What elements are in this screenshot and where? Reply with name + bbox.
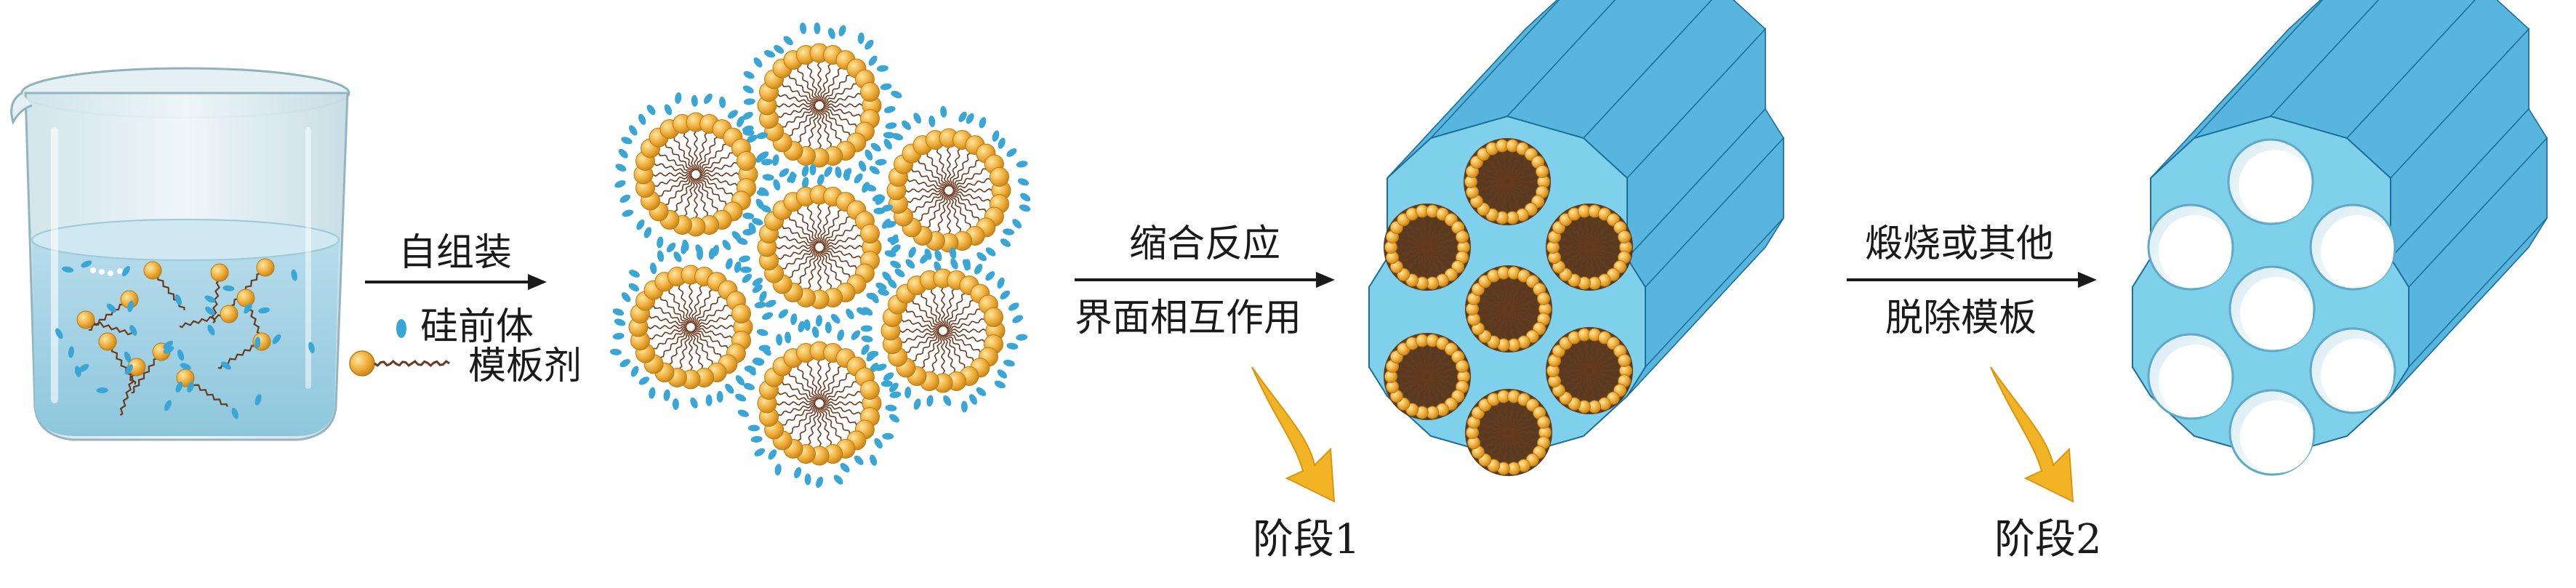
arrow-calcination <box>1847 272 2097 288</box>
silica-precursor-legend-icon <box>396 319 406 338</box>
process-arrows <box>365 272 2097 290</box>
calcination-label: 煅烧或其他 <box>1865 225 2054 263</box>
self-assembly-label: 自组装 <box>398 234 512 272</box>
micelle-icon <box>861 247 1028 413</box>
arrow-condensation <box>1075 272 1335 288</box>
template-agent-legend-icon <box>350 351 449 376</box>
micelle-icon <box>734 321 902 489</box>
callout-arrow-icon <box>1252 367 1334 502</box>
stage-2-label: 阶段2 <box>1994 520 2102 560</box>
stage-1-label: 阶段1 <box>1253 520 1360 560</box>
silica-precursor-label: 硅前体 <box>420 308 534 346</box>
template-agent-label: 模板剂 <box>468 347 582 385</box>
interface-interaction-label: 界面相互作用 <box>1075 299 1301 337</box>
hexagonal-silica-mesoporous-icon <box>2132 0 2547 475</box>
beaker-icon <box>12 68 349 440</box>
condensation-label: 缩合反应 <box>1129 225 1280 263</box>
arrow-self-assembly <box>365 274 547 290</box>
micelle-cluster <box>609 22 1032 488</box>
template-removal-label: 脱除模板 <box>1885 299 2037 337</box>
callout-arrow-icon <box>1991 367 2073 502</box>
micelle-icon <box>864 106 1032 274</box>
hexagonal-silica-with-template-icon <box>1369 0 1783 476</box>
